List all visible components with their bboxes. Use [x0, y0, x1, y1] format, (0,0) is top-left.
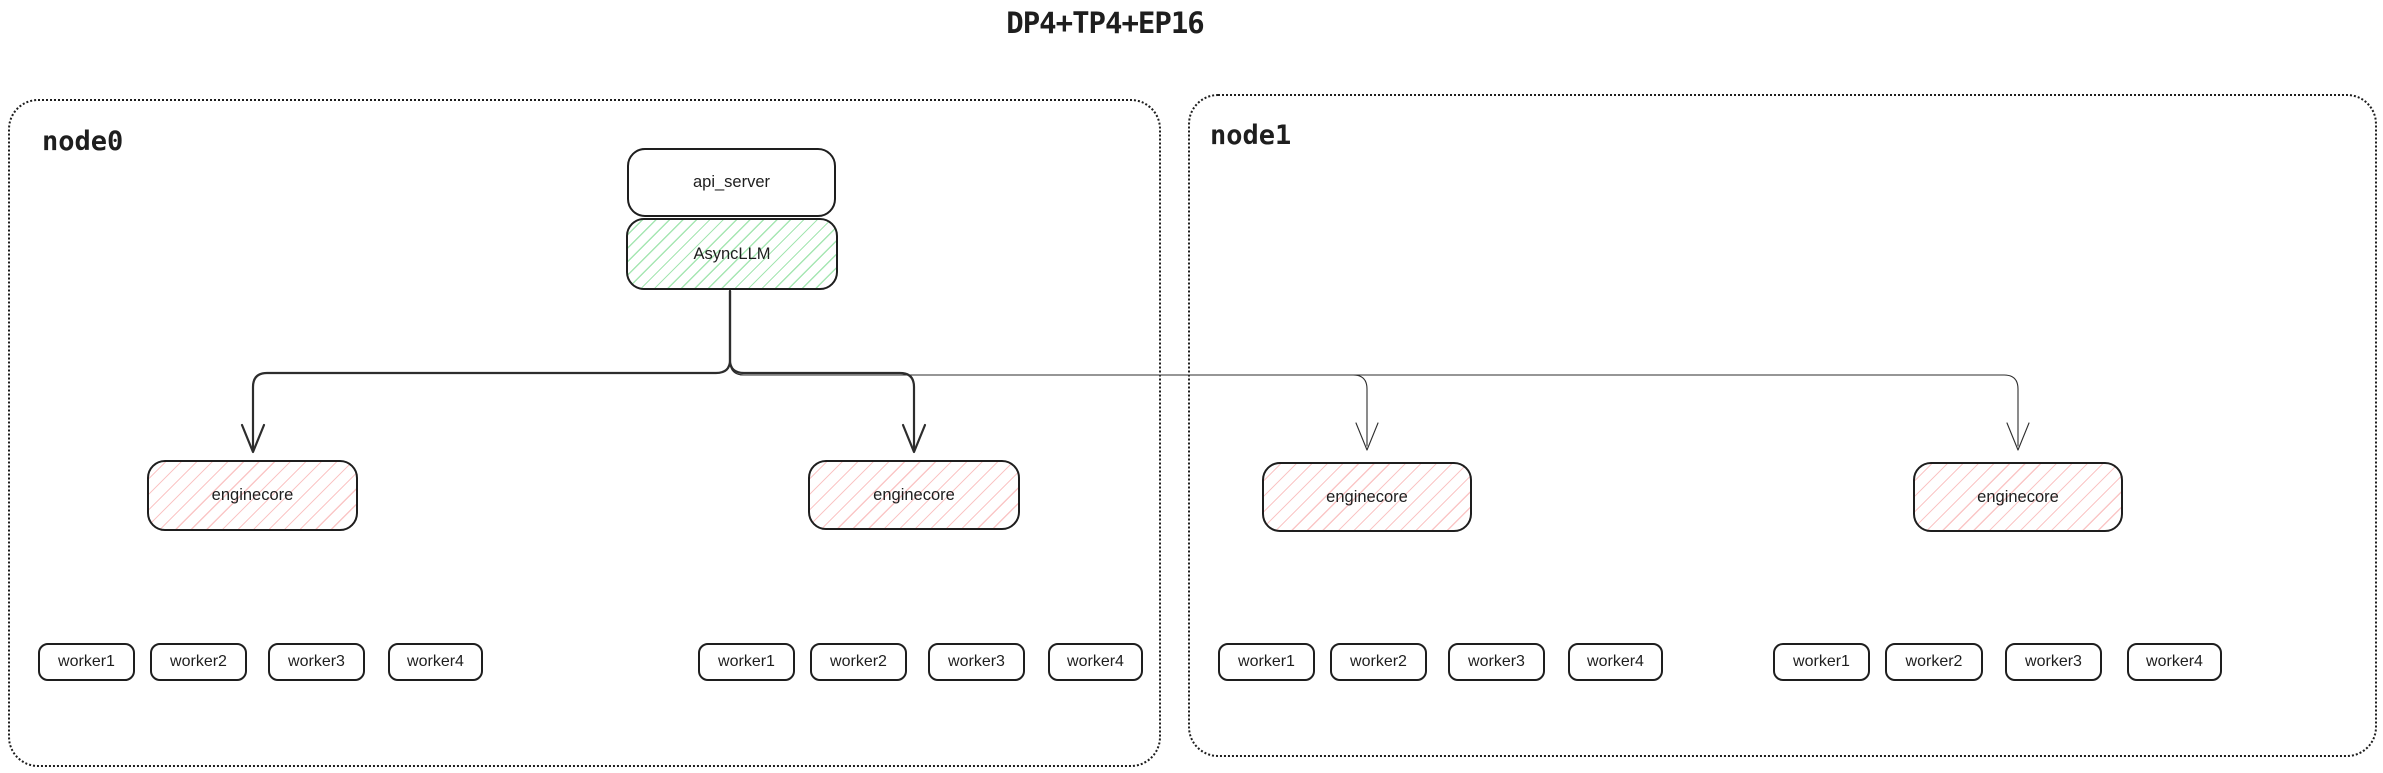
enginecore-box-node0-1: enginecore [147, 460, 358, 531]
api-server-box: api_server [627, 148, 836, 217]
worker-box: worker1 [38, 643, 135, 681]
worker-box: worker2 [1885, 643, 1983, 681]
worker-box: worker4 [1568, 643, 1663, 681]
worker-box: worker4 [1048, 643, 1143, 681]
worker-box: worker3 [928, 643, 1025, 681]
node1-label: node1 [1210, 120, 1292, 151]
worker-box: worker2 [150, 643, 247, 681]
worker-box: worker3 [1448, 643, 1545, 681]
worker-box: worker3 [268, 643, 365, 681]
enginecore-box-node0-2: enginecore [808, 460, 1020, 530]
enginecore-box-node1-2: enginecore [1913, 462, 2123, 532]
api-server-label: api_server [692, 173, 771, 191]
node0-label: node0 [42, 126, 124, 157]
worker-box: worker4 [388, 643, 483, 681]
enginecore-box-node1-1: enginecore [1262, 462, 1472, 532]
enginecore-label: enginecore [1326, 487, 1408, 506]
worker-box: worker2 [1330, 643, 1427, 681]
diagram-title: DP4+TP4+EP16 [1006, 6, 1205, 40]
worker-box: worker1 [1773, 643, 1870, 681]
asyncllm-box: AsyncLLM [626, 218, 838, 290]
worker-box: worker1 [1218, 643, 1315, 681]
enginecore-label: enginecore [1977, 487, 2059, 506]
worker-box: worker4 [2127, 643, 2222, 681]
enginecore-label: enginecore [211, 486, 294, 504]
worker-box: worker1 [698, 643, 795, 681]
worker-box: worker3 [2005, 643, 2102, 681]
asyncllm-label: AsyncLLM [693, 244, 771, 263]
worker-box: worker2 [810, 643, 907, 681]
enginecore-label: enginecore [873, 485, 955, 504]
